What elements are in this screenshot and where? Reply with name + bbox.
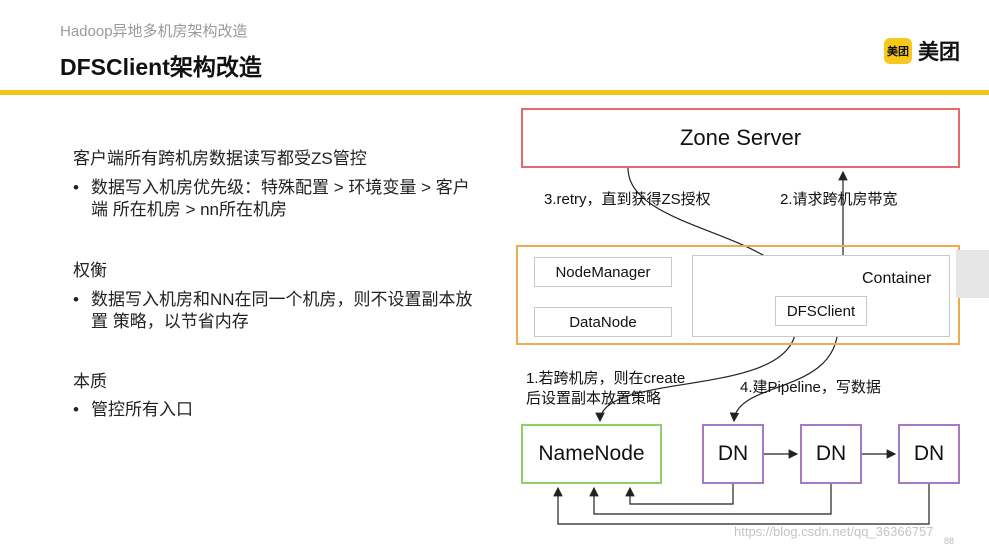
retry-label: 3.retry，直到获得ZS授权 — [544, 191, 711, 208]
dn-box-1: DN — [702, 424, 764, 484]
data-node-box: DataNode — [534, 307, 672, 337]
section-heading-3: 本质 — [73, 372, 107, 391]
page-number: 88 — [944, 536, 955, 546]
bullet-dot: • — [73, 290, 79, 309]
create-arrow — [595, 325, 797, 423]
bullet-text: 管控所有入口 — [91, 400, 193, 419]
dn3-report-line — [553, 484, 930, 525]
dn-box-3: DN — [898, 424, 960, 484]
pipeline-arrow — [729, 325, 839, 423]
slide-subtitle: Hadoop异地多机房架构改造 — [60, 23, 248, 40]
watermark-text: https://blog.csdn.net/qq_36366757 — [734, 524, 934, 539]
logo-badge: 美团 — [884, 38, 912, 64]
side-scroll-tab[interactable] — [956, 250, 989, 298]
bullet-1: • 数据写入机房优先级：特殊配置 > 环境变量 > 客户端 所在机房 > nn所… — [73, 177, 486, 221]
bullet-2: • 数据写入机房和NN在同一个机房，则不设置副本放置 策略，以节省内存 — [73, 289, 486, 333]
bullet-dot: • — [73, 400, 79, 419]
logo-text: 美团 — [918, 41, 960, 64]
dn-box-2: DN — [800, 424, 862, 484]
section-heading-2: 权衡 — [73, 261, 107, 280]
create-label-line1: 1.若跨机房，则在create — [526, 370, 686, 387]
zone-server-box: Zone Server — [521, 108, 960, 168]
dn1-report-line — [625, 484, 734, 505]
node-manager-box: NodeManager — [534, 257, 672, 287]
dfs-client-box: DFSClient — [775, 296, 867, 326]
request-label: 2.请求跨机房带宽 — [780, 191, 898, 208]
bullet-text: 数据写入机房优先级：特殊配置 > 环境变量 > 客户端 所在机房 > nn所在机… — [91, 178, 470, 219]
bullet-3: • 管控所有入口 — [73, 399, 486, 421]
create-label-line2: 后设置副本放置策略 — [526, 390, 662, 407]
bullet-text: 数据写入机房和NN在同一个机房，则不设置副本放置 策略，以节省内存 — [91, 290, 473, 331]
dn2-report-line — [589, 484, 832, 515]
pipeline-label: 4.建Pipeline，写数据 — [740, 379, 881, 396]
name-node-box: NameNode — [521, 424, 662, 484]
slide-title: DFSClient架构改造 — [60, 54, 262, 80]
bullet-dot: • — [73, 178, 79, 197]
meituan-logo: 美团 美团 — [884, 36, 960, 66]
header-divider-bar — [0, 90, 989, 95]
section-heading-1: 客户端所有跨机房数据读写都受ZS管控 — [73, 149, 367, 168]
container-label: Container — [862, 270, 932, 287]
